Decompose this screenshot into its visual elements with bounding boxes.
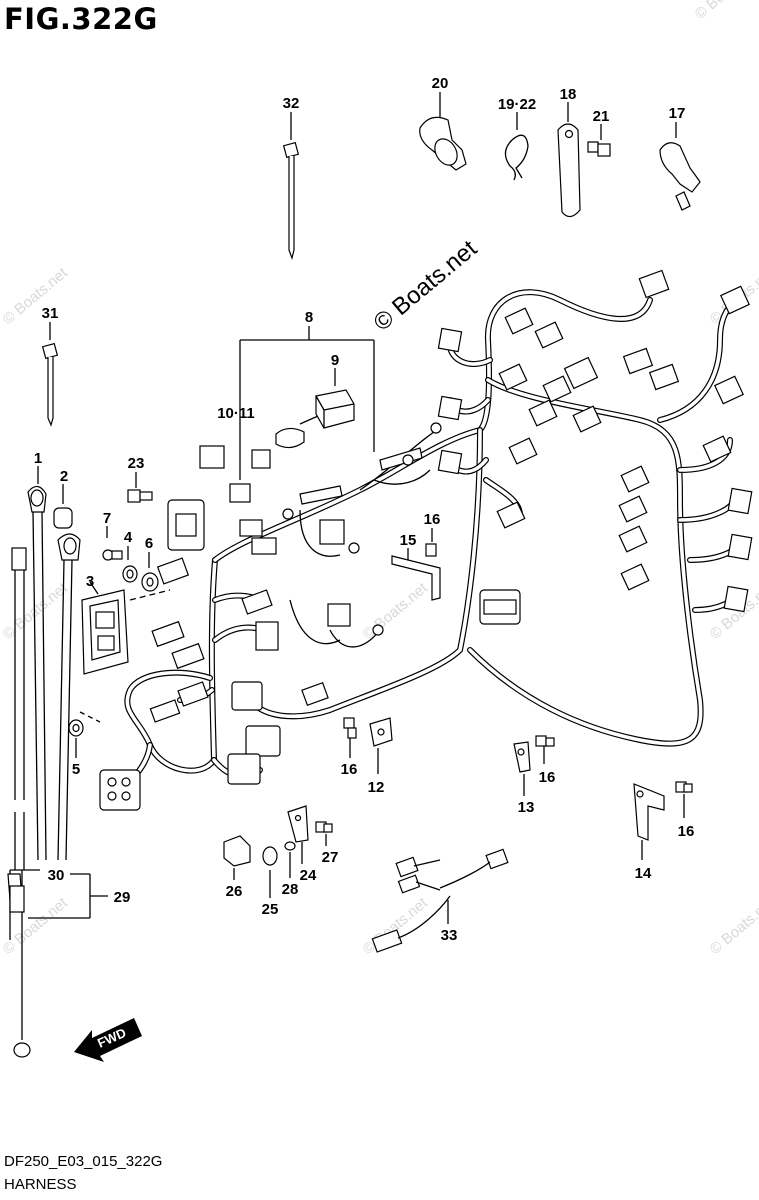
callout-23: 23 xyxy=(128,455,145,472)
callout-4: 4 xyxy=(124,529,133,546)
part-7-screw xyxy=(102,526,123,561)
callout-1: 1 xyxy=(34,450,42,467)
watermark-faint-9: © Boats.net xyxy=(707,894,759,958)
watermark-faint-2: © Boats.net xyxy=(0,579,71,643)
callout-8: 8 xyxy=(305,309,313,326)
part-24-bracket xyxy=(287,805,309,864)
callout-6: 6 xyxy=(145,535,153,552)
part-19-22-wire-clip xyxy=(504,112,529,181)
part-16-bolt-a xyxy=(343,717,357,758)
callout-29: 29 xyxy=(114,889,131,906)
part-31-cable-tie xyxy=(41,322,59,427)
callout-bracket-8 xyxy=(239,326,375,480)
part-20-clamp xyxy=(419,92,467,171)
watermark-main: © Boats.net xyxy=(369,235,483,337)
callout-9: 9 xyxy=(331,352,339,369)
part-27-screw xyxy=(315,821,333,846)
callout-7: 7 xyxy=(103,510,111,527)
callout-bracket-29-30 xyxy=(10,869,108,919)
part-23-bolt xyxy=(127,472,153,503)
part-12-clip xyxy=(369,717,393,774)
part-21-bolt xyxy=(587,124,611,157)
watermark-faint-1: © Boats.net xyxy=(0,264,71,328)
part-6-grommet xyxy=(141,552,159,592)
callout-19-22: 19·22 xyxy=(498,96,536,113)
part-33-sub-harness xyxy=(371,848,509,953)
part-28-washer xyxy=(284,841,296,878)
callout-26: 26 xyxy=(226,883,243,900)
fwd-arrow: FWD xyxy=(74,1018,142,1062)
callout-13: 13 xyxy=(518,799,535,816)
callout-30: 30 xyxy=(48,867,65,884)
figure-title: FIG.322G xyxy=(4,2,158,36)
part-15-bracket xyxy=(391,528,441,601)
callout-27: 27 xyxy=(322,849,339,866)
part-32-cable-tie xyxy=(282,112,300,261)
callout-3: 3 xyxy=(86,573,94,590)
callout-21: 21 xyxy=(593,108,610,125)
callout-numbers: 1 2 3 4 5 6 7 8 9 10·11 12 13 14 15 16 1… xyxy=(34,75,695,944)
callout-18: 18 xyxy=(560,86,577,103)
callout-14: 14 xyxy=(635,865,652,882)
callout-28: 28 xyxy=(282,881,299,898)
part-16-bolt-c xyxy=(675,781,693,818)
callout-2: 2 xyxy=(60,468,68,485)
callout-20: 20 xyxy=(432,75,449,92)
part-13-clip xyxy=(513,741,531,796)
long-ground-cable xyxy=(7,547,31,1058)
callout-15: 15 xyxy=(400,532,417,549)
harness-connectors xyxy=(99,269,753,811)
diagram-code: DF250_E03_015_322G xyxy=(4,1153,163,1170)
callout-24: 24 xyxy=(300,867,317,884)
watermark-faint-6: © Boats.net xyxy=(692,0,759,23)
callout-25: 25 xyxy=(262,901,279,918)
callout-16-right: 16 xyxy=(678,823,695,840)
callout-16-middle: 16 xyxy=(539,769,556,786)
part-18-band xyxy=(557,102,581,218)
callout-10-11: 10·11 xyxy=(217,405,255,422)
section-name: HARNESS xyxy=(4,1176,77,1193)
part-16-bolt-b xyxy=(535,735,555,764)
callout-33: 33 xyxy=(441,927,458,944)
part-4-grommet xyxy=(122,546,138,583)
part-17-clamp xyxy=(659,122,701,211)
callout-16-left: 16 xyxy=(341,761,358,778)
callout-31: 31 xyxy=(42,305,59,322)
part-1-battery-cable xyxy=(27,466,47,861)
part-26-cover xyxy=(223,835,251,880)
part-9-relay xyxy=(275,389,355,449)
part-3-ecm xyxy=(79,581,171,723)
part-14-bracket xyxy=(633,783,665,860)
callout-12: 12 xyxy=(368,779,385,796)
part-2-cap xyxy=(53,484,73,529)
callout-17: 17 xyxy=(669,105,686,122)
watermark-faint-4: © Boats.net xyxy=(360,579,432,643)
part-25-cap xyxy=(262,846,278,898)
callout-5: 5 xyxy=(72,761,80,778)
callout-32: 32 xyxy=(283,95,300,112)
callout-16-top: 16 xyxy=(424,511,441,528)
battery-cable-positive xyxy=(57,533,81,861)
part-5-grommet xyxy=(68,719,84,758)
